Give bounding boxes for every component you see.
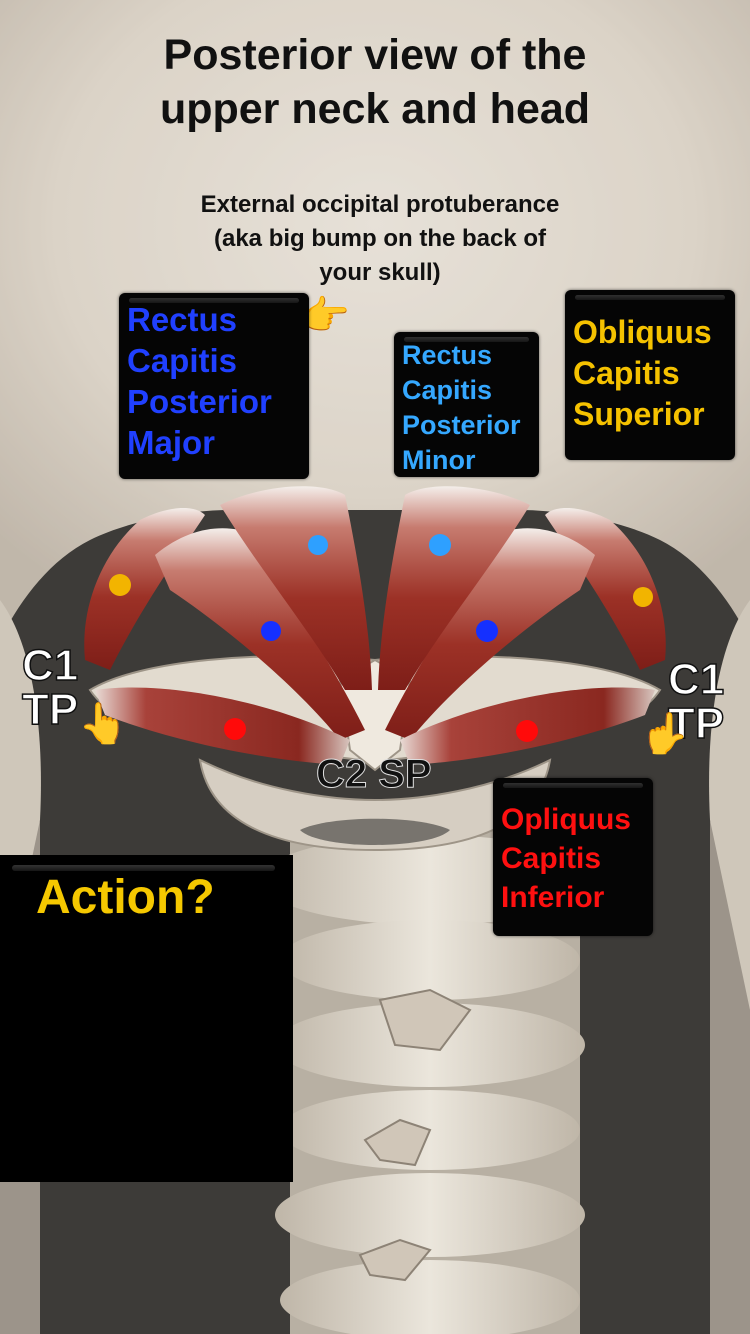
action-question: Action? xyxy=(36,871,215,924)
label-line: Rectus xyxy=(402,340,493,370)
annotation-line: your skull) xyxy=(319,259,441,286)
c1-transverse-process-right-label: C1 TP xyxy=(667,655,738,748)
pointing-hand-icon: 👆 xyxy=(640,712,690,756)
page-title: Posterior view of the upper neck and hea… xyxy=(80,28,670,136)
label-obliquus-capitis-superior: Obliquus Capitis Superior xyxy=(565,290,735,460)
occipital-protuberance-annotation: External occipital protuberance (aka big… xyxy=(150,188,610,290)
action-panel xyxy=(0,855,293,1182)
label-line: Obliquus xyxy=(573,314,712,350)
annotation-line: External occipital protuberance xyxy=(200,191,560,218)
label-line: Posterior xyxy=(127,383,272,420)
label-line: Major xyxy=(127,424,216,461)
label-line: Capitis xyxy=(402,375,493,405)
bone-label-line: C1 xyxy=(667,655,725,704)
label-line: Capitis xyxy=(573,355,680,391)
label-line: Opliquus xyxy=(501,803,631,836)
pointing-hand-icon: 👆 xyxy=(78,702,128,746)
muscle-markers xyxy=(109,534,653,742)
label-rectus-capitis-posterior-major: Rectus Capitis Posterior Major xyxy=(119,293,309,479)
label-rectus-capitis-posterior-minor: Rectus Capitis Posterior Minor xyxy=(394,332,539,477)
annotation-line: (aka big bump on the back of xyxy=(213,225,547,252)
title-line: upper neck and head xyxy=(159,85,591,133)
label-line: Rectus xyxy=(127,301,238,338)
label-line: Minor xyxy=(402,445,476,475)
label-line: Capitis xyxy=(127,342,238,379)
bone-label-line: TP xyxy=(667,699,725,748)
label-obliquus-capitis-inferior: Opliquus Capitis Inferior xyxy=(493,778,653,936)
c2-spinous-process-label: C2 SP xyxy=(316,752,433,797)
title-line: Posterior view of the xyxy=(163,31,587,79)
bone-label-line: TP xyxy=(21,685,79,734)
label-line: Capitis xyxy=(501,842,602,875)
label-line: Superior xyxy=(573,396,705,432)
label-line: Inferior xyxy=(501,881,605,914)
bone-label-line: C1 xyxy=(21,641,79,690)
label-line: Posterior xyxy=(402,410,521,440)
c1-transverse-process-left-label: C1 TP xyxy=(21,641,92,734)
